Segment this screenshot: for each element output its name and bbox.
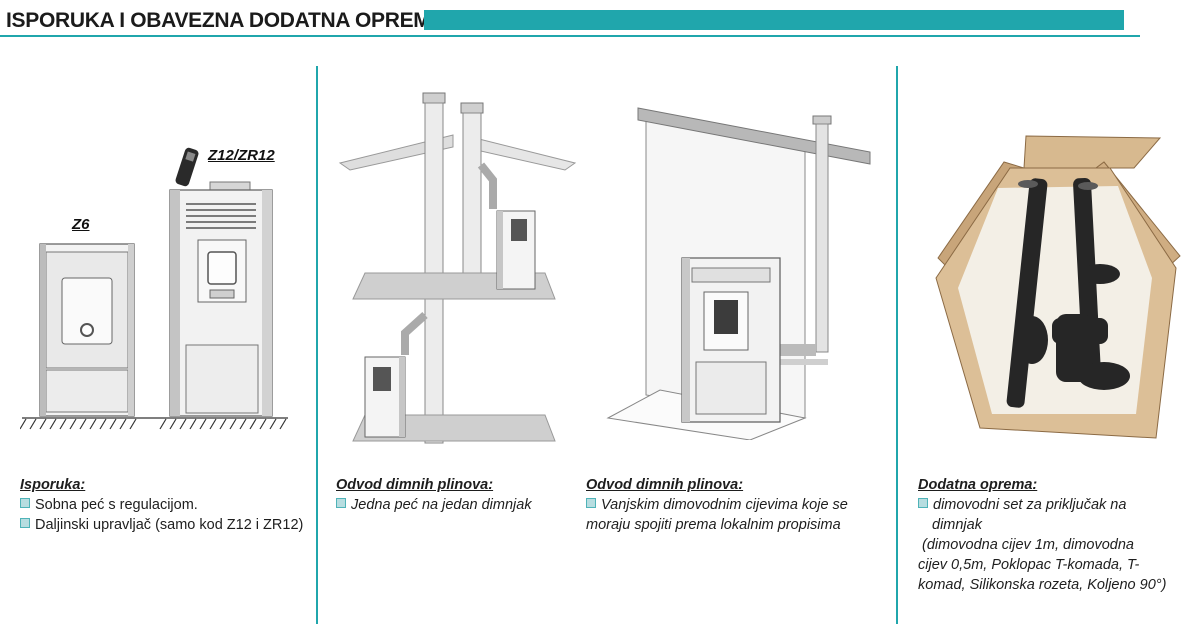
stove-illustration <box>20 147 288 430</box>
flue-heading-2: Odvod dimnih plinova: <box>586 477 744 493</box>
chimney-two-floors-illustration <box>338 92 577 444</box>
column-divider-2 <box>896 66 898 624</box>
flue-set-box-photo <box>935 135 1181 439</box>
model-label-z6: Z6 <box>72 216 90 233</box>
header-underline <box>0 35 1140 37</box>
bullet-icon <box>586 498 596 508</box>
list-item: Jedna peć na jedan dimnjak <box>336 495 576 515</box>
bullet-icon <box>918 498 928 508</box>
accessories-detail-line: cijev 0,5m, Poklopac T-komada, T- <box>918 557 1140 573</box>
list-item: Daljinski upravljač (samo kod Z12 i ZR12… <box>20 515 310 535</box>
bullet-icon <box>20 518 30 528</box>
list-item: dimovodni set za priključak na <box>918 495 1196 515</box>
section2-caption: Odvod dimnih plinova: Jedna peć na jedan… <box>336 475 576 515</box>
list-item-continued: dimnjak <box>932 517 982 533</box>
stove-z6-icon <box>39 243 135 417</box>
accessories-heading: Dodatna oprema: <box>918 477 1038 493</box>
accessories-detail-line: komad, Silikonska rozeta, Koljeno 90°) <box>918 577 1167 593</box>
accessories-detail-line: (dimovodna cijev 1m, dimovodna <box>922 537 1134 553</box>
delivery-heading: Isporuka: <box>20 477 86 493</box>
list-item: Sobna peć s regulacijom. <box>20 495 310 515</box>
bullet-icon <box>336 498 346 508</box>
flue-heading-1: Odvod dimnih plinova: <box>336 477 494 493</box>
model-label-z12: Z12/ZR12 <box>208 147 275 164</box>
column-divider-1 <box>316 66 318 624</box>
remote-control-icon <box>175 147 199 187</box>
stove-z12-icon <box>169 181 273 417</box>
list-item: Vanjskim dimovodnim cijevima koje se <box>586 495 886 515</box>
bullet-icon <box>20 498 30 508</box>
section1-caption: Isporuka: Sobna peć s regulacijom. Dalji… <box>20 475 310 535</box>
list-item-continued: moraju spojiti prema lokalnim propisima <box>586 517 841 533</box>
external-flue-illustration <box>606 107 871 440</box>
section4-caption: Dodatna oprema: dimovodni set za priklju… <box>918 475 1196 595</box>
header-accent-bar <box>424 10 1124 30</box>
page-title: ISPORUKA I OBAVEZNA DODATNA OPREMA: <box>6 9 453 32</box>
section3-caption: Odvod dimnih plinova: Vanjskim dimovodni… <box>586 475 886 535</box>
